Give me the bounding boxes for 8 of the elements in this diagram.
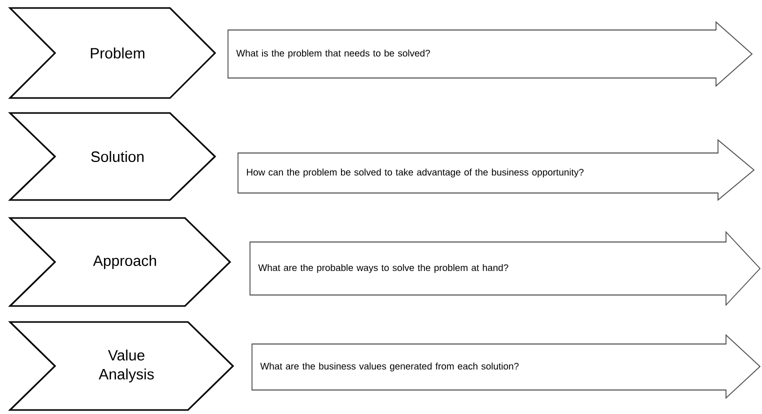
step-box: Value Analysis bbox=[8, 321, 234, 411]
step-box: Problem bbox=[8, 7, 216, 99]
step-box: Solution bbox=[8, 112, 216, 201]
step-box: Approach bbox=[8, 217, 232, 307]
question-box: How can the problem be solved to take advantage of the business opportunity? bbox=[238, 139, 755, 201]
question-box: What is the problem that needs to be solved? bbox=[228, 21, 753, 87]
question-box: What are the business values generated from each solution? bbox=[252, 334, 761, 400]
question-box: What are the probable ways to solve the problem at hand? bbox=[250, 230, 761, 306]
